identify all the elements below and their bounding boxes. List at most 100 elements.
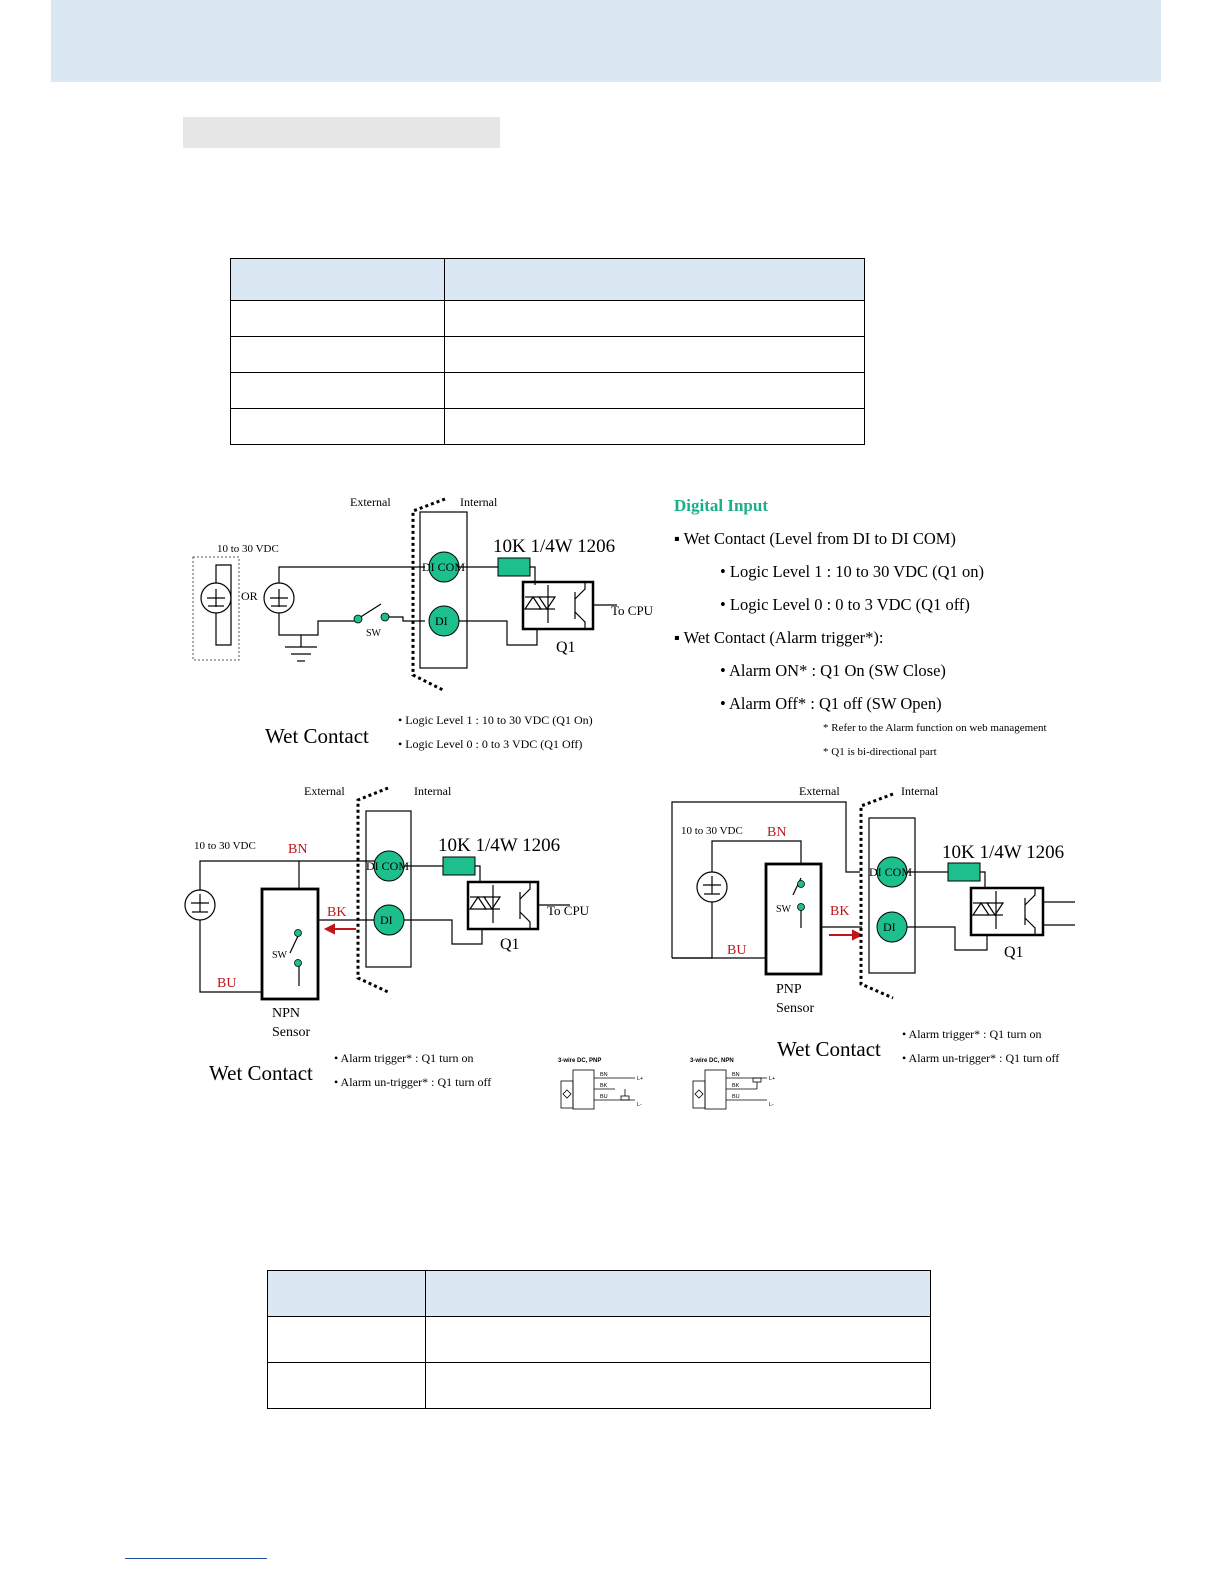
table-header-row xyxy=(230,258,865,301)
dicom-label: DI COM xyxy=(869,865,912,879)
table-cell xyxy=(267,1362,426,1409)
wet-contact-level-line: ▪ Wet Contact (Level from DI to DI COM) xyxy=(674,529,956,548)
wire-bk-label: BK xyxy=(830,904,849,919)
resistor-symbol xyxy=(497,557,531,577)
bn-label: BN xyxy=(600,1072,608,1078)
logic-level-0-line: • Logic Level 0 : 0 to 3 VDC (Q1 off) xyxy=(720,595,970,614)
table-cell xyxy=(230,372,445,409)
q1-label: Q1 xyxy=(556,639,576,656)
internal-label: Internal xyxy=(901,784,939,798)
table-header-row xyxy=(267,1270,931,1317)
digital-input-heading: Digital Input xyxy=(674,496,768,515)
wet-contact-level-diagram: External Internal 10 to 30 VDC OR SW DI … xyxy=(192,495,654,751)
bn-label: BN xyxy=(732,1072,740,1078)
optocoupler-q1 xyxy=(466,880,540,931)
l-minus-label: L- xyxy=(637,1102,642,1108)
alarm-on-line: • Alarm ON* : Q1 On (SW Close) xyxy=(720,661,946,680)
wire-bu-label: BU xyxy=(217,976,236,991)
wire-bn-label: BN xyxy=(288,842,307,857)
wire-bu-label: BU xyxy=(727,943,746,958)
table-cell xyxy=(444,300,865,337)
diagram-title: Wet Contact xyxy=(777,1037,881,1061)
isolation-barrier xyxy=(859,792,894,1000)
table-row xyxy=(267,1362,931,1409)
di-label: DI xyxy=(435,614,448,628)
switch-blade xyxy=(358,603,382,619)
isolation-barrier xyxy=(411,497,446,693)
section-title-bar xyxy=(183,117,500,148)
to-cpu-label: To CPU xyxy=(547,903,590,918)
bk-label: BK xyxy=(600,1083,608,1089)
or-label: OR xyxy=(241,589,258,603)
header-band xyxy=(51,0,1161,82)
table-cell xyxy=(230,336,445,373)
footnote-q1: * Q1 is bi-directional part xyxy=(823,746,937,758)
l-minus-label: L- xyxy=(769,1102,774,1108)
table-row xyxy=(230,372,865,409)
note-logic-0: • Logic Level 0 : 0 to 3 VDC (Q1 Off) xyxy=(398,737,582,751)
table-cell xyxy=(425,1362,931,1409)
optocoupler-q1 xyxy=(969,886,1045,937)
npn-icon-title: 3-wire DC, NPN xyxy=(690,1058,734,1064)
resistor-symbol xyxy=(442,856,476,876)
resistor-symbol xyxy=(947,862,981,882)
note-alarm-trigger: • Alarm trigger* : Q1 turn on xyxy=(902,1027,1042,1041)
npn-sensor-diagram: External Internal 10 to 30 VDC SW BN BK … xyxy=(184,784,590,1089)
digital-input-description: Digital Input ▪ Wet Contact (Level from … xyxy=(674,496,1047,758)
table-cell xyxy=(230,300,445,337)
di-label: DI xyxy=(380,913,393,927)
note-alarm-untrigger: • Alarm un-trigger* : Q1 turn off xyxy=(334,1075,491,1089)
resistor-label: 10K 1/4W 1206 xyxy=(942,842,1064,863)
table-row xyxy=(230,408,865,445)
table-cell xyxy=(425,1316,931,1363)
table-cell xyxy=(444,408,865,445)
table-cell xyxy=(444,336,865,373)
logic-level-1-line: • Logic Level 1 : 10 to 30 VDC (Q1 on) xyxy=(720,562,984,581)
table-cell xyxy=(444,372,865,409)
footer-link-underline xyxy=(125,1558,267,1559)
external-label: External xyxy=(304,784,345,798)
note-alarm-trigger: • Alarm trigger* : Q1 turn on xyxy=(334,1051,474,1065)
internal-label: Internal xyxy=(460,495,498,509)
spec-table-bottom xyxy=(267,1270,931,1409)
sensor-label: Sensor xyxy=(272,1025,310,1040)
resistor-label: 10K 1/4W 1206 xyxy=(493,536,615,557)
alt-source-box xyxy=(192,556,240,661)
vdc-label: 10 to 30 VDC xyxy=(217,543,279,555)
l-plus-label: L+ xyxy=(637,1076,643,1082)
table-row xyxy=(267,1316,931,1363)
isolation-barrier xyxy=(356,786,389,994)
switch-label: SW xyxy=(272,950,288,961)
pnp-sensor-box xyxy=(764,862,823,976)
table-header-cell xyxy=(267,1270,426,1317)
wire-bk-label: BK xyxy=(327,905,346,920)
external-label: External xyxy=(799,784,840,798)
to-cpu-label: To CPU xyxy=(611,603,654,618)
npn-3wire-icon: 3-wire DC, NPN BN BK BU L+ L- xyxy=(690,1058,775,1110)
q1-label: Q1 xyxy=(500,936,520,953)
spec-table-top xyxy=(230,258,865,445)
q1-label: Q1 xyxy=(1004,944,1024,961)
di-label: DI xyxy=(883,920,896,934)
external-label: External xyxy=(350,495,391,509)
wire-bn-label: BN xyxy=(767,825,786,840)
l-plus-label: L+ xyxy=(769,1076,775,1082)
note-logic-1: • Logic Level 1 : 10 to 30 VDC (Q1 On) xyxy=(398,713,593,727)
switch-label: SW xyxy=(776,904,792,915)
diagram-title: Wet Contact xyxy=(209,1061,313,1085)
optocoupler-q1 xyxy=(521,580,595,631)
pnp-sensor-diagram: External Internal 10 to 30 VDC SW BN BK … xyxy=(671,784,1075,1065)
resistor-label: 10K 1/4W 1206 xyxy=(438,835,560,856)
table-cell xyxy=(267,1316,426,1363)
footnote-alarm: * Refer to the Alarm function on web man… xyxy=(823,722,1047,734)
bu-label: BU xyxy=(600,1094,608,1100)
table-header-cell xyxy=(444,258,865,301)
bk-label: BK xyxy=(732,1083,740,1089)
bu-label: BU xyxy=(732,1094,740,1100)
table-row xyxy=(230,300,865,337)
vdc-label: 10 to 30 VDC xyxy=(194,840,256,852)
alarm-off-line: • Alarm Off* : Q1 off (SW Open) xyxy=(720,694,942,713)
pnp-3wire-icon: 3-wire DC, PNP BN BK BU L+ L- xyxy=(558,1058,643,1110)
table-header-cell xyxy=(425,1270,931,1317)
table-cell xyxy=(230,408,445,445)
